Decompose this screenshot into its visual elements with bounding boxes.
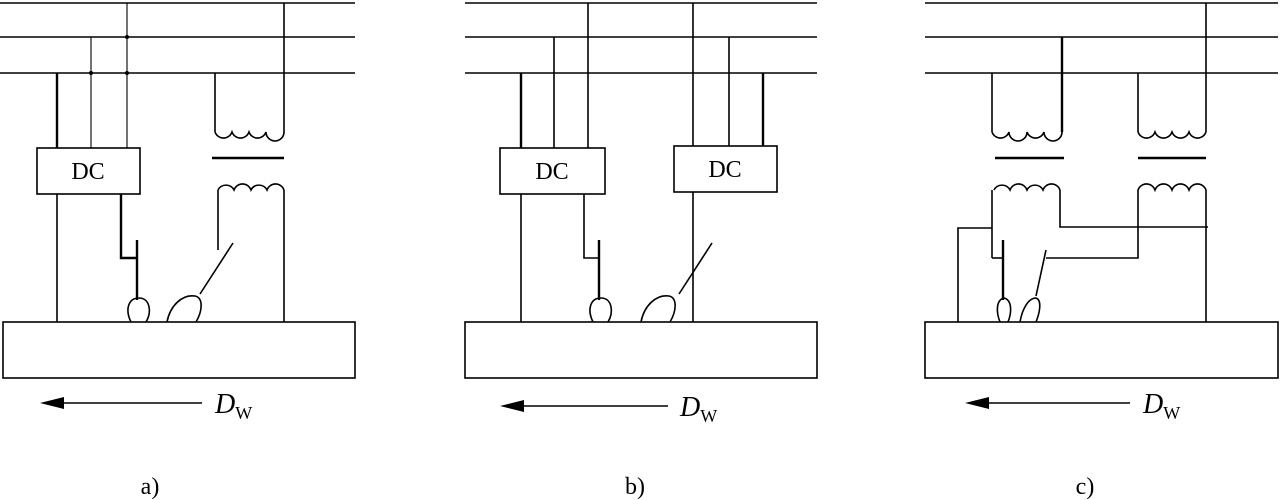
arc-dc xyxy=(589,297,613,323)
transformer-c2 xyxy=(1137,3,1207,193)
dc-source-label: DC xyxy=(708,157,741,183)
transformer-a xyxy=(212,3,285,322)
welding-direction-arrow xyxy=(965,397,1130,409)
dc-source-label: DC xyxy=(535,159,568,185)
panel-caption: c) xyxy=(1076,474,1095,500)
panel-caption: a) xyxy=(141,474,160,500)
supply-bus-lines xyxy=(0,2,355,74)
dc-source-box xyxy=(673,145,778,193)
workpiece xyxy=(924,321,1279,379)
arc-dc xyxy=(127,297,151,323)
dc-source-label: DC xyxy=(71,159,104,185)
transformer-c1 xyxy=(991,37,1064,193)
workpiece xyxy=(2,321,356,379)
arc-ac xyxy=(996,297,1012,323)
supply-bus-lines xyxy=(925,2,1278,74)
direction-label: DW xyxy=(214,389,252,423)
direction-label: DW xyxy=(679,392,717,426)
dc-source-box xyxy=(36,147,141,195)
panel-caption: b) xyxy=(625,474,645,500)
workpiece xyxy=(464,321,818,379)
panel-c: DW c) xyxy=(924,2,1279,500)
dc-source-box xyxy=(499,147,606,195)
welding-direction-arrow xyxy=(500,400,668,412)
arc-ac xyxy=(1019,297,1041,323)
supply-bus-lines xyxy=(465,2,817,74)
welding-direction-arrow xyxy=(40,397,202,409)
panel-b: DC DC DW b) xyxy=(464,2,818,500)
panel-a: DC DW a) xyxy=(0,2,356,500)
arc-ac xyxy=(166,295,202,323)
direction-label: DW xyxy=(1142,389,1180,423)
arc-dc xyxy=(640,295,676,323)
